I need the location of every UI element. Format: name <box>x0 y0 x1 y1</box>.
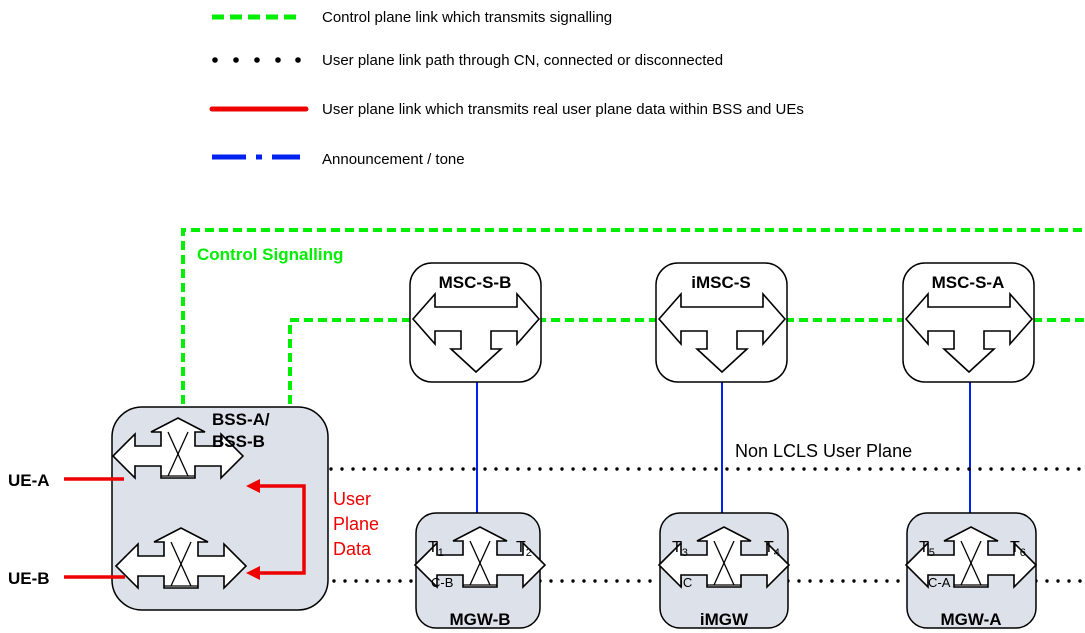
legend-user-text: User plane link which transmits real use… <box>322 101 804 118</box>
msc-s-b-label: MSC-S-B <box>439 273 512 292</box>
legend-dotted-line <box>212 57 301 63</box>
control-signalling-label: Control Signalling <box>197 245 343 264</box>
imgw-inner-label: iC <box>680 575 692 590</box>
bss-node: BSS-A/ BSS-B <box>111 406 329 611</box>
msc-s-b-node: MSC-S-B <box>409 262 542 383</box>
user-plane-data-line2: Plane <box>333 514 379 534</box>
imgw-node: iMGW T3 T4 iC <box>658 512 790 629</box>
mgw-b-inner-label: C-B <box>431 575 453 590</box>
imsc-s-label: iMSC-S <box>691 273 751 292</box>
mgw-a-t-right: T6 <box>1010 539 1026 559</box>
msc-s-a-label: MSC-S-A <box>932 273 1005 292</box>
legend-announce-text: Announcement / tone <box>322 151 465 168</box>
user-plane-data-line3: Data <box>333 539 372 559</box>
mgw-b-t-right: T2 <box>516 539 532 559</box>
bss-label-line2: BSS-B <box>212 432 265 451</box>
announcement-links <box>476 382 971 515</box>
non-lcls-label: Non LCLS User Plane <box>735 441 912 461</box>
user-plane-data-line1: User <box>333 489 371 509</box>
imgw-t-left: T3 <box>672 539 688 559</box>
user-plane-arrowhead-lower <box>246 566 260 580</box>
mgw-a-t-left: T5 <box>919 539 935 559</box>
mgw-b-t-left: T1 <box>428 539 444 559</box>
user-plane-arrowhead-upper <box>246 479 260 493</box>
imgw-t-right: T4 <box>764 539 780 559</box>
bss-label-line1: BSS-A/ <box>212 410 270 429</box>
ue-a-label: UE-A <box>8 471 50 490</box>
imgw-label: iMGW <box>700 610 749 629</box>
ue-b-label: UE-B <box>8 569 50 588</box>
legend: Control plane link which transmits signa… <box>209 9 804 168</box>
msc-s-a-node: MSC-S-A <box>902 262 1035 383</box>
legend-dotted-text: User plane link path through CN, connect… <box>322 52 723 69</box>
mgw-a-node: MGW-A T5 T6 C-A <box>905 512 1037 629</box>
imsc-s-node: iMSC-S <box>655 262 788 383</box>
mgw-a-inner-label: C-A <box>928 575 951 590</box>
user-plane-data-links <box>64 477 306 579</box>
mgw-a-label: MGW-A <box>940 610 1001 629</box>
mgw-b-node: MGW-B T1 T2 C-B <box>414 512 546 629</box>
legend-control-text: Control plane link which transmits signa… <box>322 9 612 26</box>
mgw-b-label: MGW-B <box>449 610 510 629</box>
